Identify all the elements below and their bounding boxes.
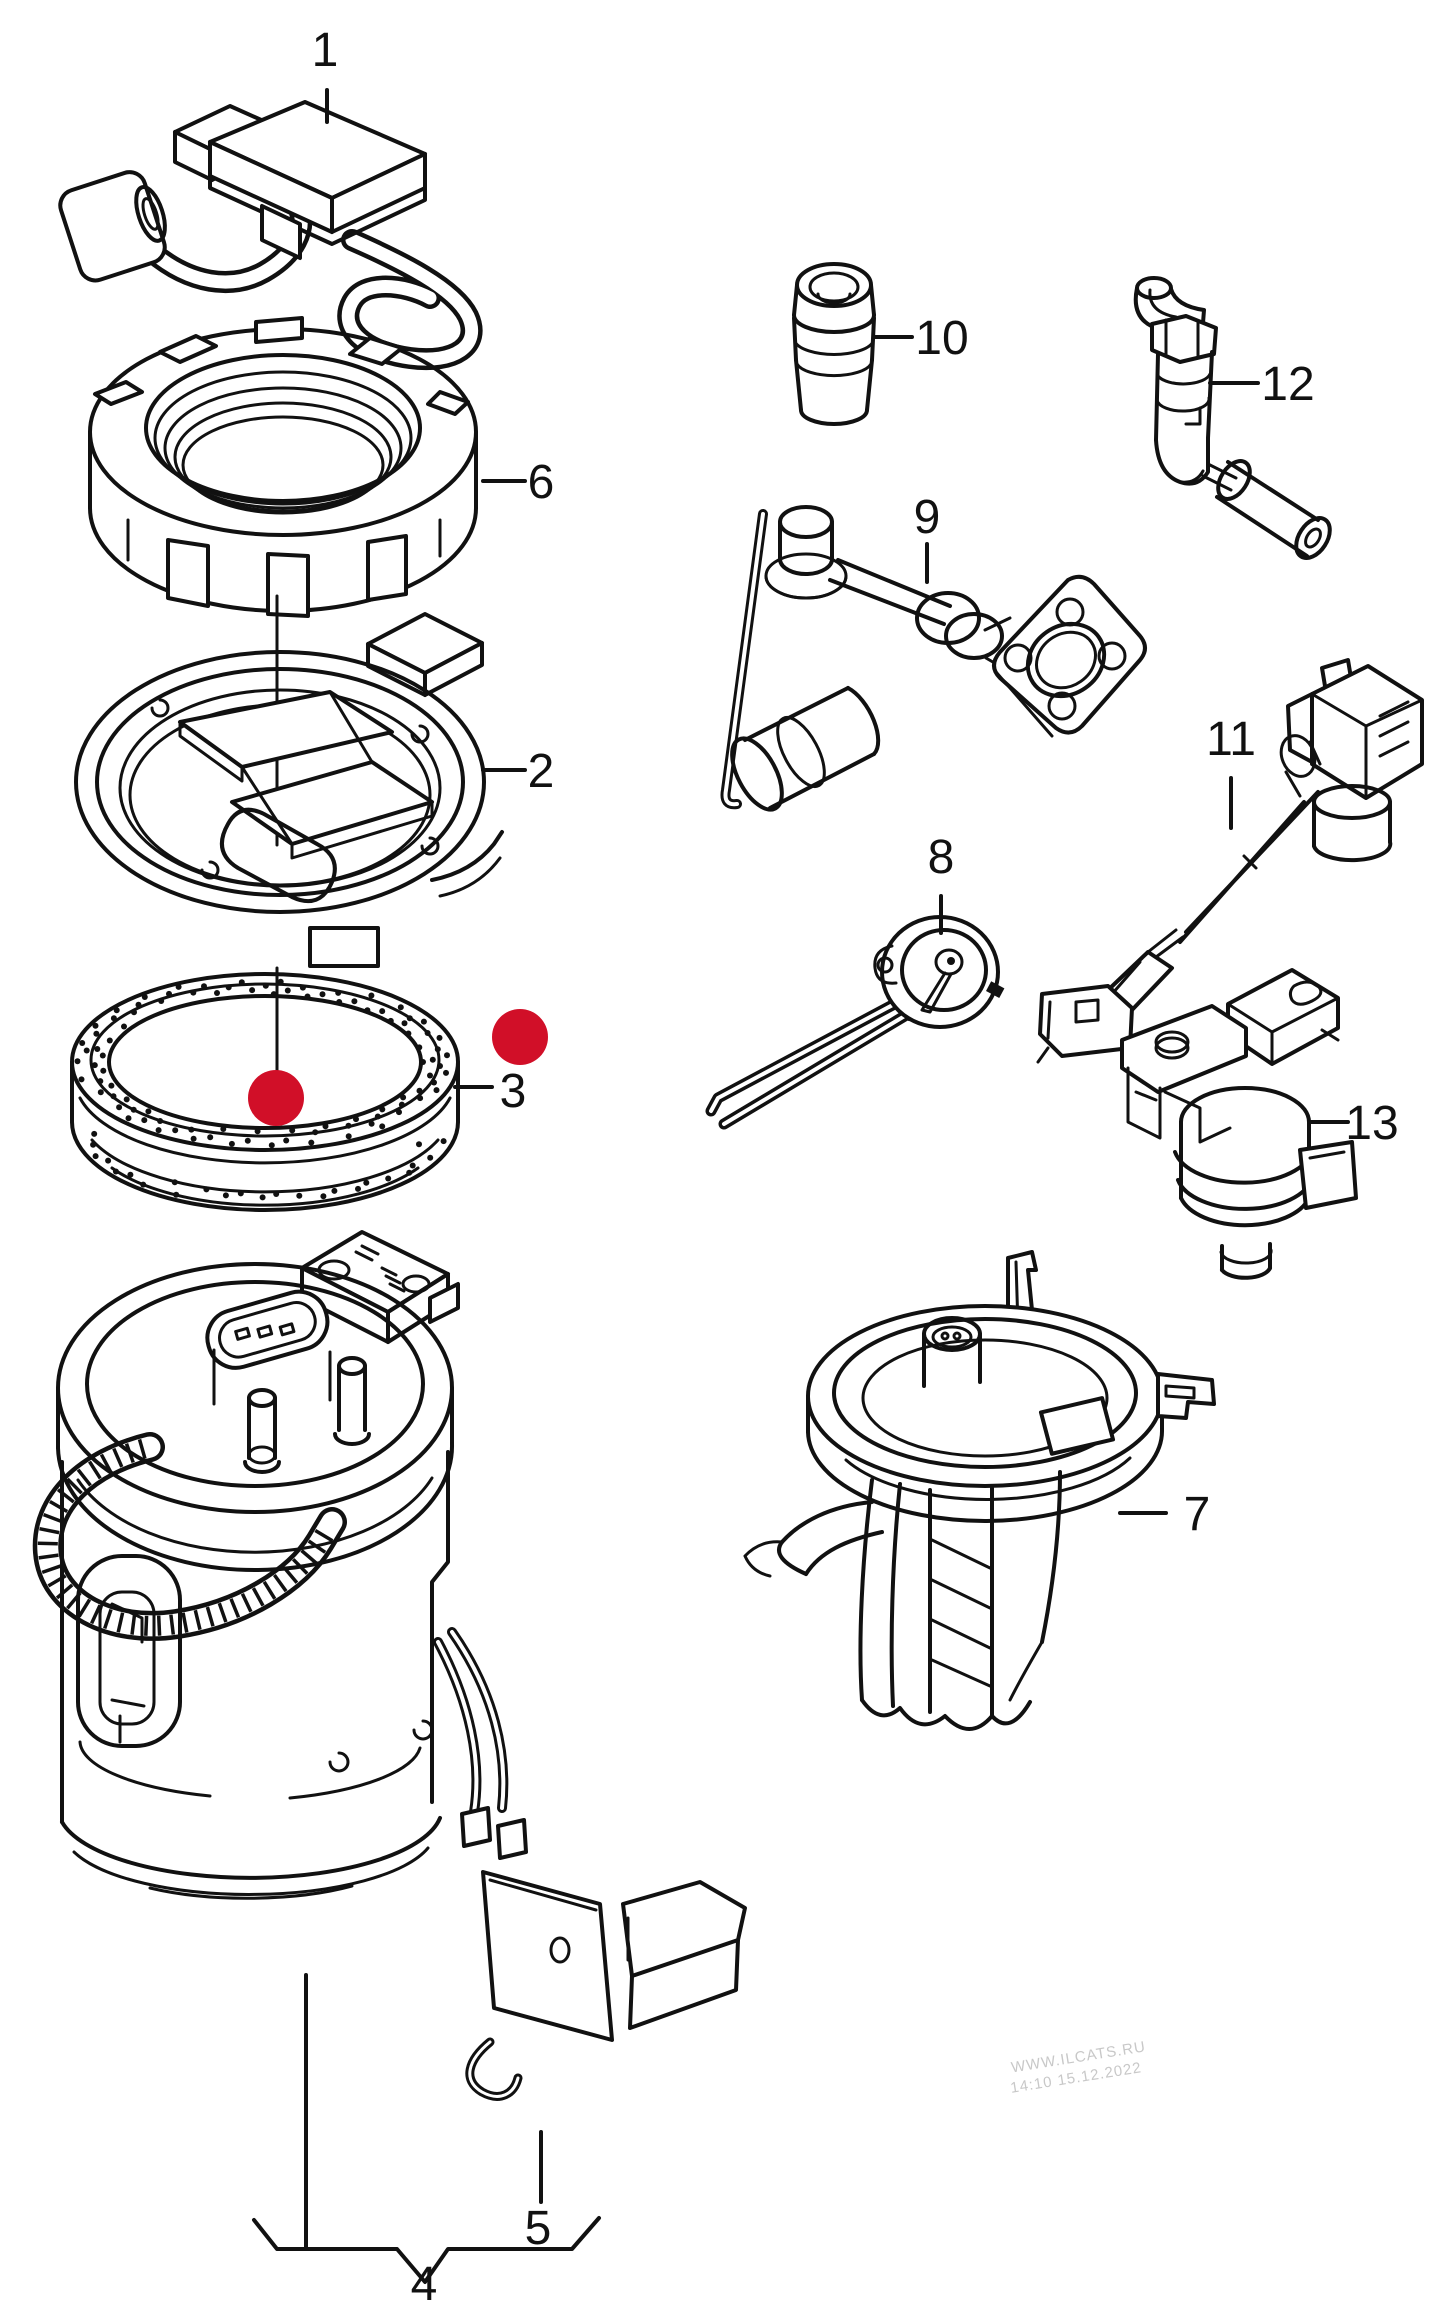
callout-4[interactable]: 4 bbox=[411, 2258, 438, 2306]
selected-part-marker[interactable] bbox=[492, 1009, 548, 1065]
callout-11[interactable]: 11 bbox=[1206, 713, 1256, 766]
harness-plug bbox=[58, 170, 167, 283]
part-2-flange-cover[interactable] bbox=[74, 612, 504, 968]
callout-2[interactable]: 2 bbox=[528, 745, 555, 798]
callout-1[interactable]: 1 bbox=[312, 24, 339, 77]
callout-7[interactable]: 7 bbox=[1184, 1488, 1211, 1541]
part-4-fuel-delivery-unit[interactable] bbox=[32, 1230, 528, 1900]
red-markers bbox=[248, 1009, 548, 1126]
selected-part-marker[interactable] bbox=[248, 1070, 304, 1126]
hose-ribs bbox=[37, 1438, 334, 1636]
part-11-cable-sensor[interactable] bbox=[1036, 658, 1424, 1064]
callout-5[interactable]: 5 bbox=[525, 2202, 552, 2255]
callouts: 1 2 3 4 5 6 7 8 9 10 11 12 13 bbox=[312, 24, 1399, 2306]
sender-flange bbox=[992, 574, 1147, 735]
part-9-lever-sender[interactable] bbox=[720, 505, 1147, 817]
part-13-valve-unit[interactable] bbox=[1120, 968, 1358, 1280]
part-8-sender-disc[interactable] bbox=[705, 915, 1005, 1130]
part-3-seal-ring[interactable] bbox=[70, 972, 460, 1212]
part-7-pump-reservoir[interactable] bbox=[743, 1250, 1216, 1731]
part-6-lock-ring[interactable] bbox=[88, 316, 478, 618]
callout-9[interactable]: 9 bbox=[914, 491, 941, 544]
callout-10[interactable]: 10 bbox=[915, 312, 968, 365]
part-12-sender-float[interactable] bbox=[1133, 276, 1337, 564]
callout-3[interactable]: 3 bbox=[500, 1065, 527, 1118]
callout-8[interactable]: 8 bbox=[928, 831, 955, 884]
group-bracket-4 bbox=[252, 2216, 601, 2284]
seal-stipple-texture bbox=[74, 978, 450, 1201]
bracket-plate bbox=[481, 1870, 614, 2042]
callout-13[interactable]: 13 bbox=[1345, 1097, 1398, 1150]
callout-6[interactable]: 6 bbox=[528, 456, 555, 509]
callout-12[interactable]: 12 bbox=[1261, 358, 1314, 411]
part-10-cap[interactable] bbox=[792, 262, 876, 426]
part-5-bracket-module[interactable] bbox=[465, 1870, 747, 2101]
